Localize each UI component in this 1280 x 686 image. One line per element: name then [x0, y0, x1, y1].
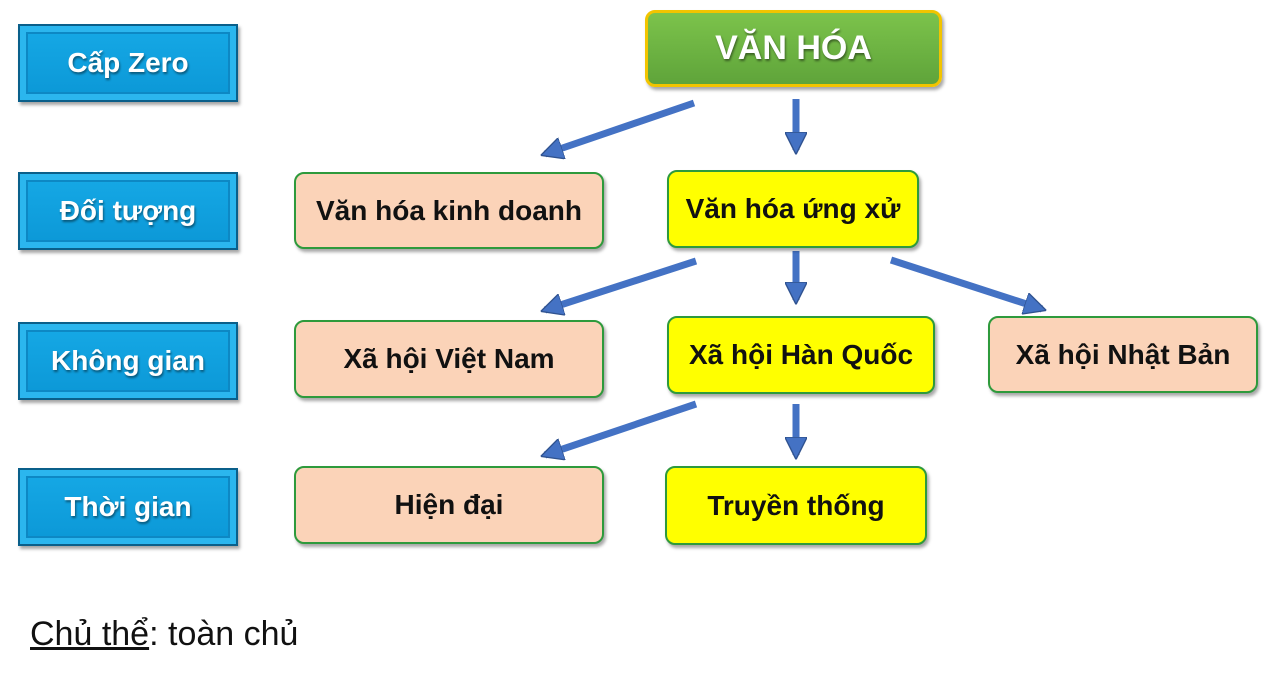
arrow-behavior-to-vietnam [545, 257, 698, 310]
subject-value: toàn chủ [168, 615, 299, 653]
subject-separator: : [149, 615, 168, 653]
node-japan-society: Xã hội Nhật Bản [988, 316, 1258, 393]
level-label-object: Đối tượng [18, 172, 238, 250]
arrow-behavior-to-japan [889, 256, 1042, 309]
level-label-space: Không gian [18, 322, 238, 400]
node-business-culture: Văn hóa kinh doanh [294, 172, 604, 249]
arrow-root-to-business [545, 99, 696, 154]
arrow-korea-to-modern [545, 400, 698, 455]
subject-label: Chủ thể [30, 615, 150, 653]
node-korea-society: Xã hội Hàn Quốc [667, 316, 935, 394]
node-traditional: Truyền thống [665, 466, 927, 545]
subject-note: Chủ thể: toàn chủ [30, 615, 298, 654]
node-vietnam-society: Xã hội Việt Nam [294, 320, 604, 398]
node-behavior-culture: Văn hóa ứng xử [667, 170, 919, 248]
level-label-time: Thời gian [18, 468, 238, 546]
level-label-zero: Cấp Zero [18, 24, 238, 102]
node-modern: Hiện đại [294, 466, 604, 544]
node-root-culture: VĂN HÓA [645, 10, 942, 87]
